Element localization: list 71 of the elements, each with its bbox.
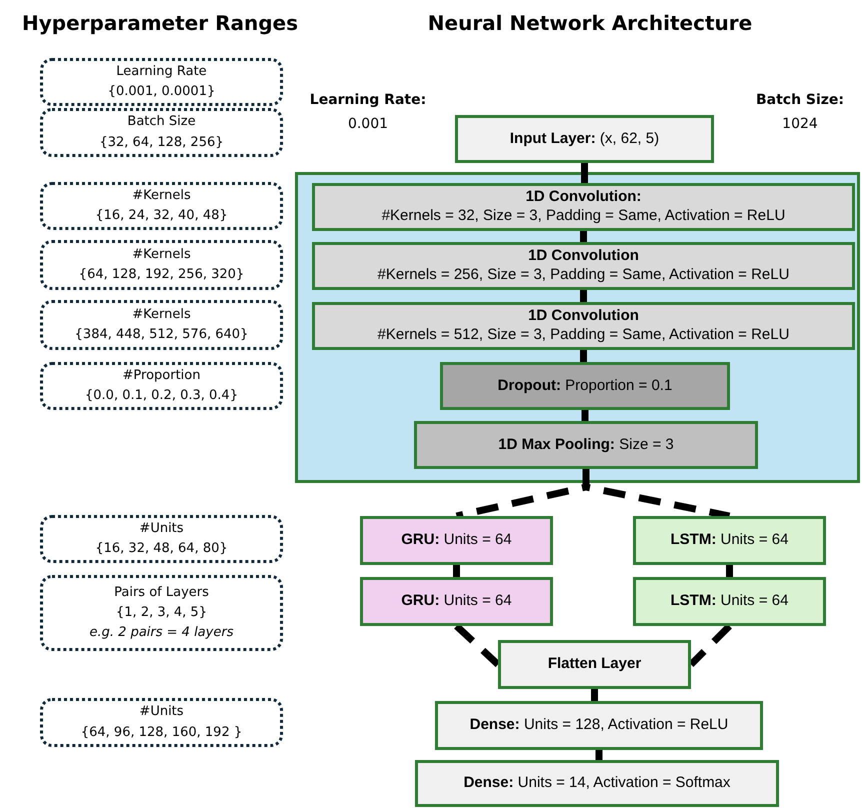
parameter-name: #Proportion <box>122 366 200 385</box>
hyperparameter-box <box>40 108 283 157</box>
layer-label: LSTM: Units = 64 <box>670 591 788 612</box>
parameter-value: 0.001 <box>348 116 388 132</box>
parameter-name: Batch Size <box>127 113 196 132</box>
parameter-value: 1024 <box>782 116 818 132</box>
layer-box <box>633 516 826 565</box>
connector <box>596 750 602 760</box>
layer-label: Dense: Units = 128, Activation = ReLU <box>470 715 728 736</box>
layer-parameters: #Kernels = 512, Size = 3, Padding = Same, Activation = ReLU <box>378 326 790 345</box>
parameter-name: #Kernels <box>132 246 191 264</box>
layer-parameters: #Kernels = 32, Size = 3, Padding = Same, Activation = ReLU <box>382 207 786 226</box>
example-note: e.g. 2 pairs = 4 layers <box>90 624 234 642</box>
layer-box <box>360 577 553 626</box>
layer-parameters: #Kernels = 256, Size = 3, Padding = Same, Activation = ReLU <box>378 266 790 285</box>
layer-label: GRU: Units = 64 <box>401 530 512 550</box>
layer-label: 1D Max Pooling: Size = 3 <box>498 434 674 455</box>
section-heading: Hyperparameter Ranges <box>22 11 298 35</box>
parameter-range: {64, 96, 128, 160, 192 } <box>80 724 242 742</box>
layer-box <box>440 362 730 410</box>
hyperparameter-box <box>40 58 283 106</box>
parameter-range: {64, 128, 192, 256, 320} <box>78 266 244 284</box>
layer-box <box>312 183 855 231</box>
layer-box <box>360 516 553 565</box>
layer-box <box>414 421 758 469</box>
connector <box>581 163 588 183</box>
hyperparameter-box <box>40 182 283 230</box>
layer-box <box>455 115 714 163</box>
parameter-range: {32, 64, 128, 256} <box>99 134 224 152</box>
parameter-range: {16, 24, 32, 40, 48} <box>95 207 228 225</box>
parameter-range: {16, 32, 48, 64, 80} <box>95 540 228 558</box>
layer-label: LSTM: Units = 64 <box>670 530 788 550</box>
parameter-range: {0.0, 0.1, 0.2, 0.3, 0.4} <box>85 387 238 405</box>
parameter-name: Learning Rate <box>116 62 207 81</box>
connector <box>591 689 598 701</box>
convolution-block-panel <box>295 172 860 483</box>
layer-label: Flatten Layer <box>548 654 642 674</box>
hyperparameter-box <box>40 575 283 651</box>
layer-box <box>435 701 763 750</box>
parameter-name: Learning Rate: <box>310 92 426 108</box>
hyperparameter-box <box>40 515 283 563</box>
layer-label: Dropout: Proportion = 0.1 <box>498 376 672 396</box>
layer-title: 1D Convolution <box>528 307 639 326</box>
parameter-name: #Kernels <box>132 306 191 324</box>
parameter-range: {1, 2, 3, 4, 5} <box>116 604 207 622</box>
parameter-name: #Kernels <box>132 186 191 205</box>
layer-label: GRU: Units = 64 <box>401 591 512 612</box>
layer-box <box>498 640 691 689</box>
connector <box>580 231 587 242</box>
layer-title: 1D Convolution <box>528 247 639 266</box>
layer-label: Input Layer: (x, 62, 5) <box>510 128 660 149</box>
section-heading: Neural Network Architecture <box>428 11 752 35</box>
layer-box <box>633 577 826 626</box>
layer-box <box>312 302 855 350</box>
hyperparameter-box <box>40 362 283 410</box>
connector <box>453 565 460 577</box>
layer-title: 1D Convolution: <box>526 188 642 207</box>
connector <box>580 350 587 362</box>
connector <box>580 290 587 302</box>
hyperparameter-box <box>40 698 283 747</box>
layer-box <box>415 760 779 807</box>
parameter-name: #Units <box>139 703 184 722</box>
parameter-range: {384, 448, 512, 576, 640} <box>74 326 248 344</box>
connector <box>582 410 588 421</box>
layer-label: Dense: Units = 14, Activation = Softmax <box>464 773 730 794</box>
parameter-name: #Units <box>139 520 184 538</box>
layer-box <box>312 242 855 290</box>
connector <box>726 565 733 577</box>
parameter-name: Batch Size: <box>756 92 844 108</box>
parameter-name: Pairs of Layers <box>114 584 209 602</box>
parameter-range: {0.001, 0.0001} <box>108 83 216 101</box>
